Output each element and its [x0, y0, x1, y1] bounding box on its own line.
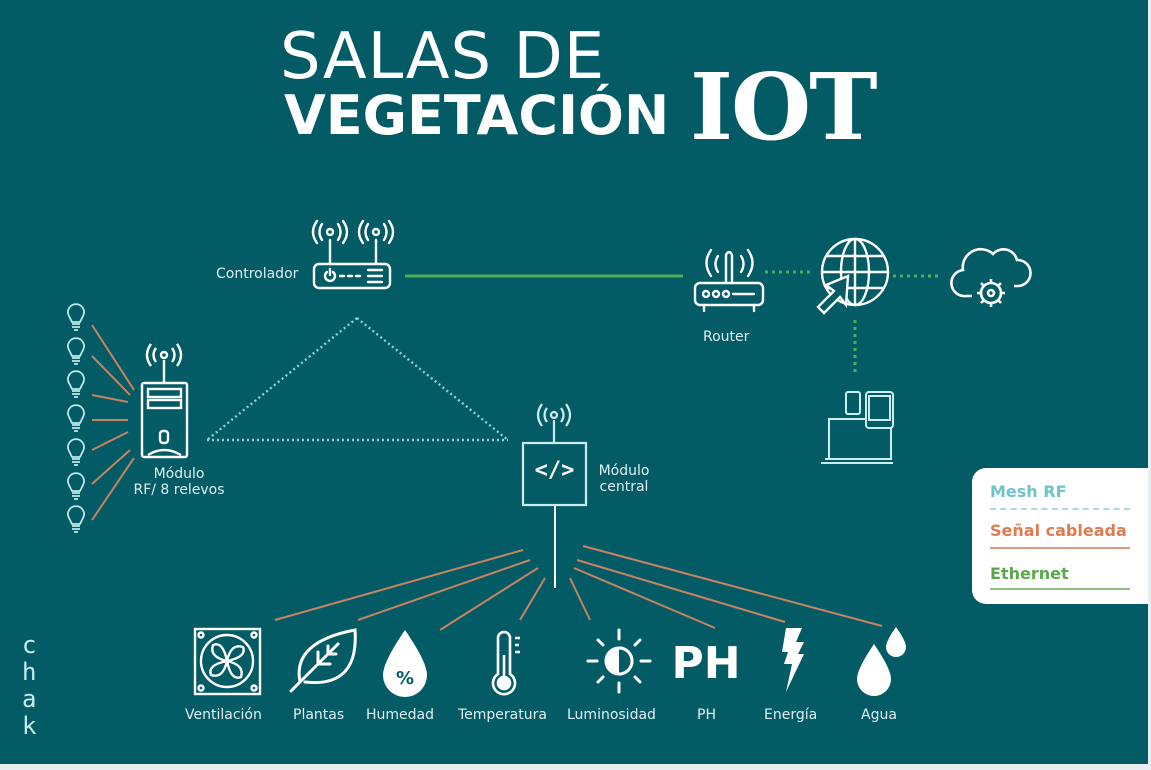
controller-icon: [311, 219, 395, 290]
leaf-icon: [289, 628, 357, 693]
sensor-label-temperatura: Temperatura: [458, 707, 547, 723]
router-icon: [693, 248, 765, 313]
title-line-1: SALAS DE: [280, 20, 606, 94]
sensor-label-ventilacion: Ventilación: [185, 707, 262, 723]
legend: Mesh RF Señal cableada Ethernet: [972, 468, 1148, 604]
legend-mesh-rf-line: [990, 508, 1130, 510]
rf-module-label-line1: Módulo: [153, 466, 205, 482]
water-drops-icon: [857, 627, 906, 696]
central-module-label: Módulo central: [590, 463, 658, 495]
fan-icon: [193, 627, 262, 696]
logo-letter-a: a: [22, 685, 37, 713]
code-glyph: </>: [534, 458, 575, 483]
ethernet-dotted-lines: [765, 270, 940, 372]
ph-icon: PH: [671, 638, 740, 689]
central-module-label-line1: Módulo: [598, 463, 650, 479]
legend-mesh-rf: Mesh RF: [990, 482, 1067, 501]
central-module-icon: [521, 403, 588, 507]
central-module-label-line2: central: [599, 479, 649, 495]
light-bulbs: [67, 303, 85, 533]
legend-wired-signal: Señal cableada: [990, 521, 1127, 540]
sensor-label-energia: Energía: [764, 707, 818, 723]
logo-letter-k: k: [22, 712, 37, 740]
rf-module-label: Módulo RF/ 8 relevos: [124, 466, 234, 498]
humidity-drop-icon: %: [383, 630, 427, 697]
sensor-label-humedad: Humedad: [366, 707, 435, 723]
router-label: Router: [703, 329, 750, 345]
sensor-label-plantas: Plantas: [293, 707, 345, 723]
sensor-label-ph: PH: [697, 707, 716, 723]
wired-lines-bulbs: [91, 324, 135, 521]
rf-module-label-line2: RF/ 8 relevos: [133, 482, 225, 498]
sensor-label-luminosidad: Luminosidad: [567, 707, 656, 723]
thermometer-icon: [491, 630, 520, 696]
chak-logo: c h a k: [22, 632, 44, 740]
wired-lines-sensors: [274, 545, 883, 631]
lightning-icon: [782, 628, 804, 692]
sun-icon: [586, 628, 652, 694]
cloud-gear-icon: [950, 247, 1032, 307]
controller-label: Controlador: [216, 266, 299, 282]
logo-letter-h: h: [22, 658, 37, 686]
logo-letter-c: c: [22, 631, 37, 659]
devices-icon: [821, 391, 894, 464]
mesh-rf-triangle: [206, 317, 509, 442]
svg-text:%: %: [396, 668, 414, 689]
globe-cursor-icon: [816, 237, 890, 315]
title-line-2: VEGETACIÓN: [284, 84, 670, 147]
rf-module-icon: [140, 343, 189, 459]
sensor-label-agua: Agua: [861, 707, 897, 723]
legend-wired-signal-line: [990, 547, 1130, 549]
title-highlight: IOT: [690, 53, 878, 161]
legend-ethernet: Ethernet: [990, 564, 1069, 583]
legend-ethernet-line: [990, 588, 1130, 590]
